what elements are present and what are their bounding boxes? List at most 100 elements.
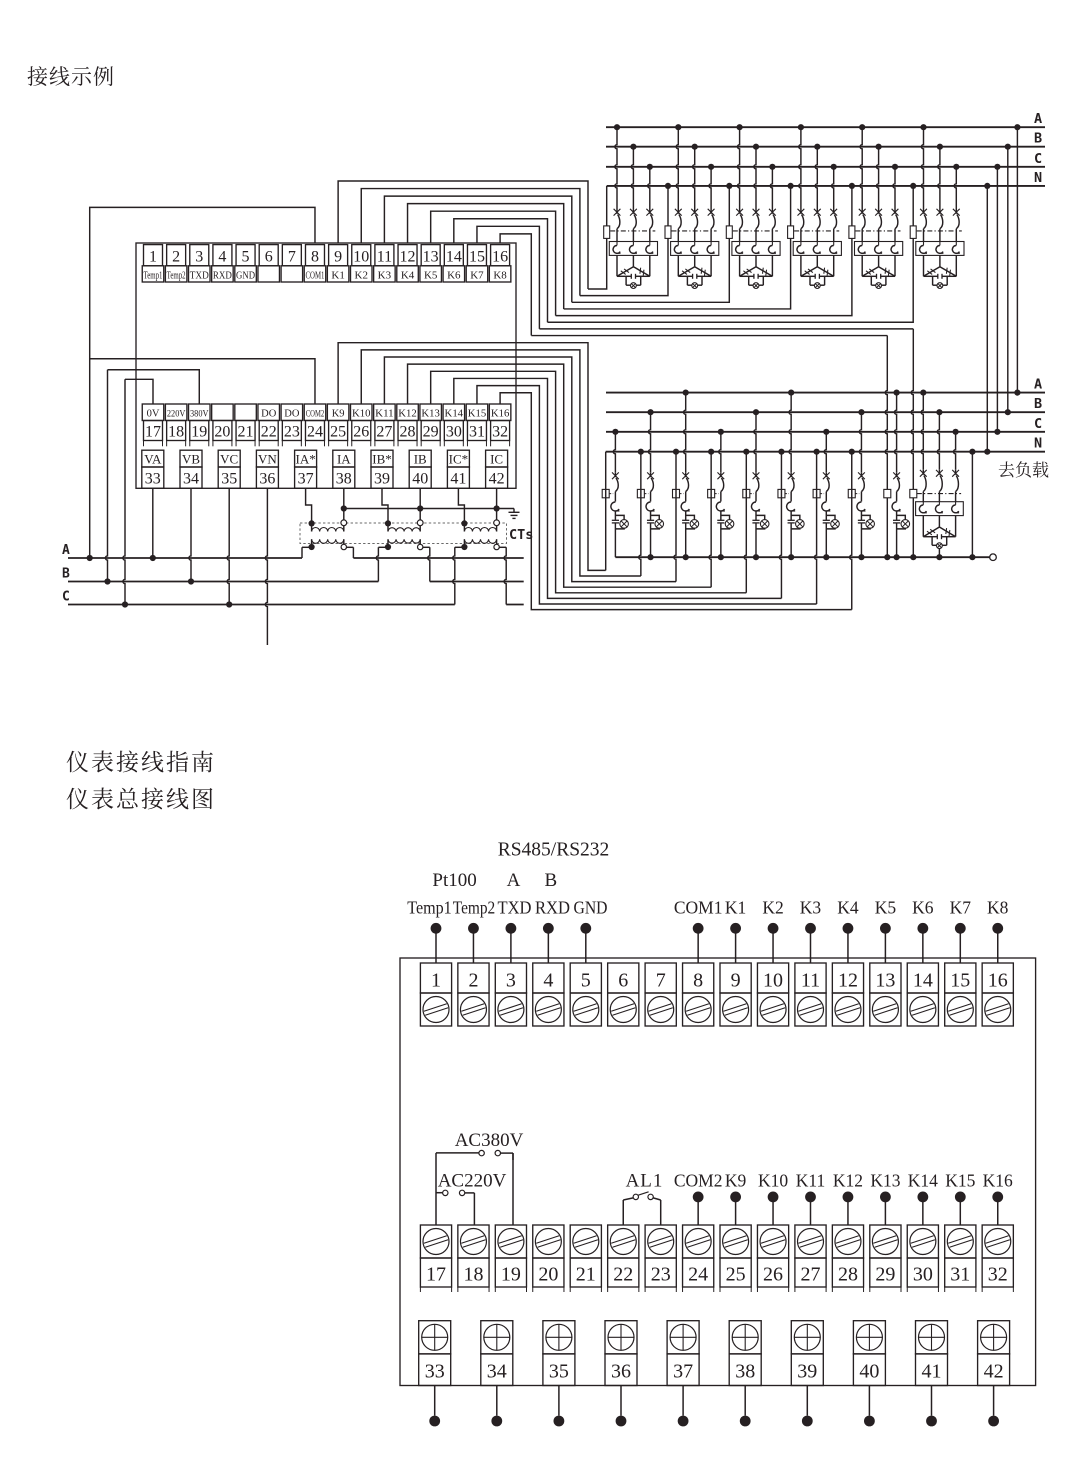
bterminal-12: 12	[831, 962, 865, 1027]
bterminal-17-number: 17	[426, 1264, 446, 1286]
terminal-32-label: K16	[491, 409, 510, 420]
feed-label-C: C	[62, 590, 70, 605]
bus-top-label-A: A	[1034, 111, 1042, 127]
terminal-15-number: 15	[469, 249, 485, 266]
bterminal-25-number: 25	[726, 1264, 746, 1286]
bus-top-label-C: C	[1034, 151, 1042, 167]
bterminal-3-number: 3	[506, 970, 516, 992]
terminal-39: IB* 39	[370, 449, 394, 489]
blabel-K13: K13	[870, 1170, 900, 1190]
bterminal-1: 1	[419, 962, 453, 1027]
terminal-31-label: K15	[468, 409, 487, 420]
blabel-K5: K5	[875, 898, 897, 918]
terminal-28-label: K12	[398, 409, 417, 420]
terminal-38-label: IA	[337, 451, 351, 466]
blabel-K9: K9	[725, 1170, 747, 1190]
rs485-b-label: B	[545, 870, 558, 891]
blabel-K16: K16	[983, 1170, 1013, 1190]
terminal-26-number: 26	[353, 423, 369, 440]
bterminal-35: 35	[542, 1320, 576, 1427]
pt100-label: Pt100	[432, 870, 476, 891]
terminal-10-label: K2	[355, 270, 368, 282]
terminal-5-label: GND	[236, 270, 255, 282]
terminal-2-number: 2	[172, 249, 180, 266]
bterminal-19-number: 19	[501, 1264, 521, 1286]
bterminal-23-number: 23	[651, 1264, 671, 1286]
terminal-30-number: 30	[446, 423, 462, 440]
lamp-branch-8	[856, 409, 876, 561]
relay-control-bundles	[337, 180, 918, 611]
bterminal-37-number: 37	[673, 1361, 693, 1383]
bus-mid-label-C: C	[1034, 416, 1042, 432]
terminal-40-label: IB	[414, 451, 427, 466]
bterminal-17: 17	[419, 1224, 453, 1292]
bterminal-33-number: 33	[425, 1361, 445, 1383]
bterminal-20-number: 20	[538, 1264, 558, 1286]
bterminal-5: 5	[569, 962, 603, 1027]
terminal-9: 9K1	[326, 243, 350, 283]
bterminal-24: 24	[681, 1224, 715, 1292]
terminal-39-number: 39	[374, 470, 390, 487]
blabel-K15: K15	[945, 1170, 975, 1190]
current-transformers: CTs	[299, 488, 533, 551]
terminal-37-number: 37	[298, 470, 314, 487]
title-wiring-example: 接线示例	[27, 61, 115, 91]
lamp-branch-1	[610, 428, 629, 558]
bterminal-6: 6	[606, 962, 640, 1027]
motor-branch-4	[787, 124, 842, 290]
bterminal-30-number: 30	[913, 1264, 933, 1286]
terminal-35-number: 35	[221, 470, 237, 487]
terminal-1-number: 1	[149, 249, 157, 266]
terminal-7: 7	[280, 243, 304, 283]
bus-mid-label-N: N	[1034, 436, 1042, 452]
bterminal-36: 36	[604, 1320, 638, 1427]
terminal-39-label: IB*	[372, 451, 392, 466]
terminal-41: IC*41	[446, 449, 471, 489]
terminal-20: 20	[210, 403, 234, 447]
bterminal-37: 37	[666, 1320, 700, 1427]
terminal-18-label: 220V	[167, 410, 186, 420]
bterminal-10: 10	[756, 962, 790, 1027]
bterminal-34-number: 34	[487, 1361, 507, 1383]
bterminal-18-number: 18	[463, 1264, 483, 1286]
bterminal-15: 15	[944, 962, 977, 1027]
terminal-12-label: K4	[401, 270, 415, 282]
terminal-24-label: COM2	[306, 410, 325, 420]
bterminal-24-number: 24	[688, 1264, 708, 1286]
blabel-K2: K2	[762, 898, 783, 918]
terminal-10-number: 10	[353, 249, 369, 266]
bterminal-36-number: 36	[611, 1361, 631, 1383]
bterminal-9-number: 9	[731, 970, 741, 992]
bterminal-5-number: 5	[581, 970, 591, 992]
terminal-7-number: 7	[288, 249, 296, 266]
terminal-13-label: K5	[424, 270, 438, 282]
bus-top-label-B: B	[1034, 131, 1042, 147]
terminal-25-number: 25	[330, 423, 346, 440]
bterminal-35-number: 35	[549, 1361, 569, 1383]
blabel-K6: K6	[912, 898, 934, 918]
terminal-18-number: 18	[168, 423, 184, 440]
terminal-5-number: 5	[242, 249, 250, 266]
ac220v-label: AC220V	[438, 1170, 507, 1191]
bterminal-20: 20	[532, 1224, 565, 1292]
bterminal-27-number: 27	[801, 1264, 821, 1286]
terminal-6-number: 6	[265, 249, 273, 266]
blabel-K4: K4	[837, 898, 859, 918]
terminal-41-number: 41	[450, 470, 466, 487]
terminal-13-number: 13	[423, 249, 439, 266]
terminal-27-number: 27	[376, 423, 392, 440]
bterminal-29: 29	[869, 1224, 902, 1292]
terminal-14-number: 14	[446, 249, 462, 266]
